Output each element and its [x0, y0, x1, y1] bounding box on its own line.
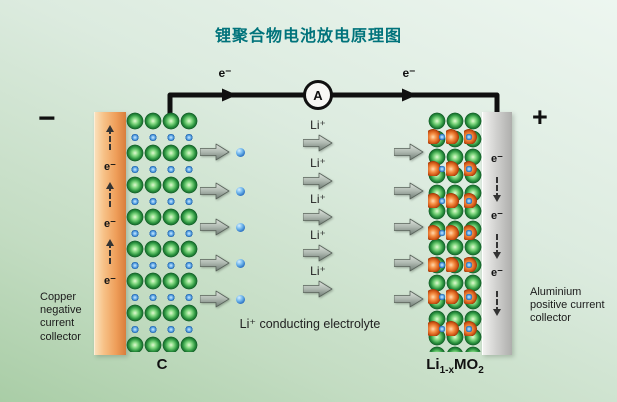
ion-flow-row: [394, 218, 424, 236]
flow-arrow-icon: [200, 143, 230, 161]
ion-migration-cell: Li⁺: [290, 156, 346, 190]
formula-subscript-1x: 1-x: [439, 365, 455, 376]
li-ion-label: Li⁺: [310, 228, 326, 242]
electrolyte-caption: Li⁺ conducting electrolyte: [239, 317, 381, 331]
electron-down-arrow-icon: [493, 234, 501, 259]
li-ion-label: Li⁺: [310, 118, 326, 132]
ion-migration-cell: Li⁺: [290, 264, 346, 298]
ammeter-icon: A: [303, 80, 333, 110]
flow-arrow-icon: [200, 254, 230, 272]
anode-formula: C: [156, 356, 168, 373]
ion-flow-row: [200, 290, 245, 308]
ion-flow-row: [200, 143, 245, 161]
wire-electron-label-left: e⁻: [218, 66, 232, 80]
flow-arrow-icon: [394, 182, 424, 200]
electron-down-arrow-icon: [493, 177, 501, 202]
electron-label: e⁻: [491, 267, 503, 279]
ion-flow-row: [200, 218, 245, 236]
lithium-ion-dot: [236, 294, 245, 304]
flow-arrow-icon: [394, 254, 424, 272]
ammeter-label: A: [313, 87, 323, 103]
current-arrowhead-right: [402, 88, 417, 102]
electron-down-arrow-icon: [493, 291, 501, 316]
cathode-formula: Li1-xMO2: [413, 356, 497, 376]
electron-label: e⁻: [491, 210, 503, 222]
flow-arrow-icon: [394, 143, 424, 161]
flow-arrow-icon: [394, 290, 424, 308]
ion-migration-cell: Li⁺: [290, 192, 346, 226]
formula-mid: MO: [454, 356, 479, 373]
ion-flow-row: [394, 290, 424, 308]
flow-arrow-icon: [303, 280, 333, 298]
electron-label: e⁻: [104, 218, 116, 230]
ion-flow-row: [200, 182, 245, 200]
flow-arrow-icon: [200, 218, 230, 236]
ion-flow-row: [200, 254, 245, 272]
electron-label: e⁻: [104, 161, 116, 173]
ion-migration-cell: Li⁺: [290, 118, 346, 152]
current-arrowhead-left: [222, 88, 237, 102]
copper-collector-bar: e⁻ e⁻ e⁻: [94, 112, 126, 355]
ion-flow-row: [394, 143, 424, 161]
lithium-ion-dot: [236, 258, 245, 268]
diagram-title: 锂聚合物电池放电原理图: [214, 28, 402, 45]
wire-electron-label-right: e⁻: [402, 66, 416, 80]
flow-arrow-icon: [303, 208, 333, 226]
lithium-ion-dot: [236, 186, 245, 196]
lithium-ion-dot: [236, 147, 245, 157]
electron-label: e⁻: [104, 275, 116, 287]
flow-arrow-icon: [200, 182, 230, 200]
aluminium-collector-bar: e⁻ e⁻ e⁻: [482, 112, 512, 355]
li-ion-label: Li⁺: [310, 192, 326, 206]
electron-up-arrow-icon: [106, 182, 114, 207]
formula-base: Li: [426, 356, 440, 373]
ion-migration-cell: Li⁺: [290, 228, 346, 262]
metal-oxide-cathode-lattice: [428, 112, 482, 352]
flow-arrow-icon: [200, 290, 230, 308]
ion-flow-row: [394, 254, 424, 272]
lithium-ion-dot: [236, 222, 245, 232]
flow-arrow-icon: [303, 134, 333, 152]
electron-label: e⁻: [491, 153, 503, 165]
flow-arrow-icon: [303, 172, 333, 190]
formula-subscript-2: 2: [478, 365, 484, 376]
li-ion-label: Li⁺: [310, 264, 326, 278]
ion-flow-row: [394, 182, 424, 200]
electron-up-arrow-icon: [106, 239, 114, 264]
aluminium-collector-caption: Aluminium positive current collector: [530, 286, 605, 325]
negative-polarity-sign: −: [38, 102, 56, 135]
graphite-anode-lattice: [126, 112, 198, 352]
flow-arrow-icon: [394, 218, 424, 236]
positive-polarity-sign: +: [532, 102, 548, 132]
li-ion-label: Li⁺: [310, 156, 326, 170]
copper-collector-caption: Copper negative current collector: [40, 291, 82, 343]
flow-arrow-icon: [303, 244, 333, 262]
electron-up-arrow-icon: [106, 125, 114, 150]
